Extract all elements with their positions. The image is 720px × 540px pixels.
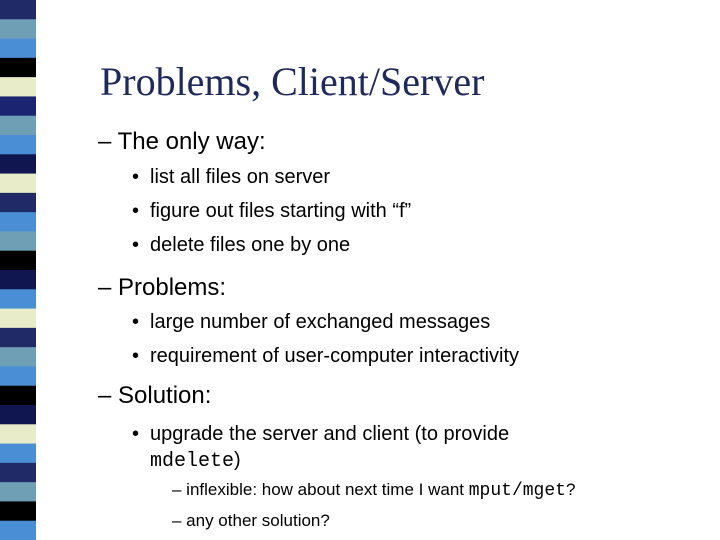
stripe-block xyxy=(0,115,36,136)
stripe-block xyxy=(0,19,36,40)
code-mdelete: mdelete xyxy=(150,450,235,473)
stripe-block xyxy=(0,250,36,271)
section-heading-solution: – Solution: xyxy=(98,382,212,409)
stripe-block xyxy=(0,0,36,20)
stripe-block xyxy=(0,154,36,175)
stripe-block xyxy=(0,443,36,464)
bullet-large-number: •large number of exchanged messages xyxy=(132,311,491,333)
stripe-block xyxy=(0,405,36,425)
code-mput-mget: mput/mget xyxy=(468,481,566,501)
stripe-block xyxy=(0,192,36,213)
stripe-block xyxy=(0,424,36,445)
stripe-block xyxy=(0,366,36,387)
stripe-block xyxy=(0,347,36,367)
bullet-dot: • xyxy=(132,166,140,188)
bullet-dot: • xyxy=(132,234,140,256)
bullet-figure-out: •figure out files starting with “f” xyxy=(132,200,412,222)
stripe-block xyxy=(0,327,36,348)
stripe-block xyxy=(0,57,36,78)
stripe-block xyxy=(0,308,36,329)
decorative-stripe xyxy=(0,0,36,540)
sub-bullet-other-solution: – any other solution? xyxy=(172,511,330,530)
stripe-block xyxy=(0,385,36,406)
stripe-block xyxy=(0,501,36,522)
bullet-requirement: •requirement of user-computer interactiv… xyxy=(132,345,520,367)
bullet-dot: • xyxy=(132,423,140,445)
section-heading-only-way: – The only way: xyxy=(98,128,266,155)
stripe-block xyxy=(0,520,36,540)
bullet-dot: • xyxy=(132,200,140,222)
sub-bullet-inflexible: – inflexible: how about next time I want… xyxy=(172,480,576,501)
bullet-upgrade: •upgrade the server and client (to provi… xyxy=(132,423,510,473)
stripe-block xyxy=(0,77,36,97)
bullet-delete-files: •delete files one by one xyxy=(132,234,351,256)
stripe-block xyxy=(0,96,36,117)
bullet-list-files: •list all files on server xyxy=(132,166,331,188)
stripe-block xyxy=(0,38,36,59)
stripe-block xyxy=(0,270,36,290)
section-heading-problems: – Problems: xyxy=(98,274,227,301)
slide-title: Problems, Client/Server xyxy=(100,59,485,104)
bullet-dot: • xyxy=(132,345,140,367)
stripe-block xyxy=(0,231,36,252)
bullet-dot: • xyxy=(132,311,140,333)
stripe-block xyxy=(0,212,36,232)
stripe-block xyxy=(0,462,36,483)
stripe-block xyxy=(0,135,36,155)
stripe-block xyxy=(0,289,36,310)
stripe-block xyxy=(0,173,36,194)
stripe-block xyxy=(0,482,36,502)
